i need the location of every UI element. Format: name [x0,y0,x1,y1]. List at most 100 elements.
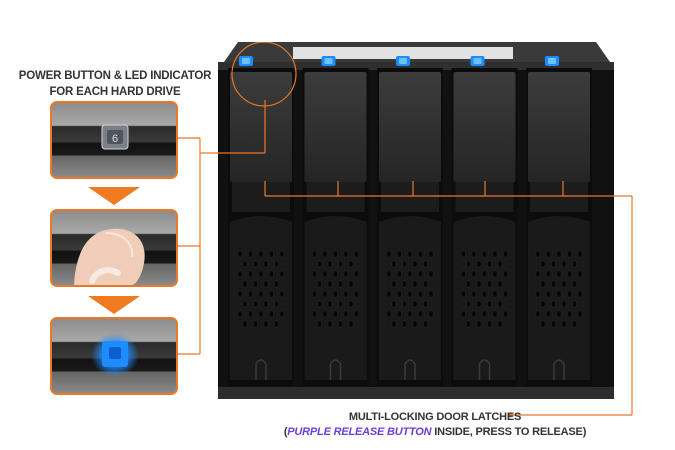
vent-hole [312,310,317,318]
arrow-down-icon [88,296,140,314]
vent-hole [248,290,253,298]
vent-hole [253,300,258,308]
vent-hole [258,310,264,318]
vent-hole [237,270,243,278]
vent-hole [471,250,477,258]
led-button-on-icon [91,333,139,377]
vent-hole [407,290,413,298]
vent-hole [476,320,482,328]
vent-hole [269,290,274,298]
vent-hole [327,300,333,308]
door-latch [255,359,267,380]
vent-hole [386,250,392,258]
vent-hole [279,290,285,298]
vent-hole [412,280,418,288]
purple-release-highlight: PURPLE RELEASE BUTTON [287,426,432,438]
vent-hole [317,320,322,328]
vent-hole [354,310,359,318]
vent-hole [412,300,418,308]
vent-hole [343,250,349,258]
vent-hole [546,290,551,298]
vent-hole [466,300,471,308]
vent-hole [242,300,248,308]
svg-text:6: 6 [112,133,118,145]
vent-hole [461,270,466,278]
led-button-off-icon: 6 [101,124,129,150]
vent-hole [354,270,359,278]
vent-hole [402,300,407,308]
vent-hole [279,250,285,258]
vent-hole [242,320,248,328]
drive-tray-door[interactable] [453,72,516,182]
vent-hole [312,270,317,278]
vent-hole [546,250,551,258]
vent-hole [348,280,354,288]
power-callout-line1: POWER BUTTON & LED INDICATOR [18,70,212,82]
vent-hole [397,270,402,278]
vent-hole [333,310,338,318]
vent-hole [312,250,317,258]
vent-hole [312,290,317,298]
drive-tray-door[interactable] [379,72,441,182]
vent-hole [407,270,413,278]
vent-hole [492,310,498,318]
vent-hole [418,270,423,278]
vent-hole [556,310,562,318]
vent-hole [535,250,541,258]
drive-tray-handle[interactable] [230,216,292,380]
vent-hole [322,290,328,298]
door-latch [404,359,416,380]
vent-hole [466,320,471,328]
vent-hole [269,270,274,278]
vent-hole [487,280,492,288]
vent-hole [402,280,407,288]
drive-tray-handle[interactable] [453,216,516,380]
vent-hole [492,270,498,278]
vent-hole [391,300,397,308]
drive-bay [302,56,369,386]
drive-tray-door[interactable] [304,72,367,182]
drive-bay [377,56,443,386]
vent-hole [242,260,248,268]
door-latch [329,359,342,380]
vent-hole [418,290,423,298]
drive-bays [228,56,592,386]
vent-hole [418,250,423,258]
vent-hole [428,290,434,298]
vent-hole [279,270,285,278]
vent-hole [551,320,556,328]
vent-hole [348,260,354,268]
step-led-off-panel: 6 [50,101,178,179]
callout-circle [231,42,297,107]
vent-hole [497,280,503,288]
vent-hole [577,310,583,318]
drive-tray-handle[interactable] [379,216,441,380]
vent-hole [391,280,397,288]
drive-tray-handle[interactable] [528,216,590,380]
vent-hole [487,300,492,308]
finger-press-icon [74,228,145,285]
door-latches-callout: MULTI-LOCKING DOOR LATCHES (PURPLE RELEA… [250,410,620,440]
vent-hole [248,270,253,278]
vent-hole [263,300,269,308]
vent-hole [258,270,264,278]
drive-tray-door[interactable] [528,72,590,182]
vent-hole [258,290,264,298]
door-latch [553,359,565,380]
vent-hole [237,290,243,298]
latch-callout-suffix: INSIDE, PRESS TO RELEASE) [431,426,587,438]
vent-hole [397,310,402,318]
step-press-panel [50,209,178,287]
vent-hole [546,270,551,278]
vent-hole [423,300,428,308]
vent-hole [572,280,577,288]
vent-hole [343,290,349,298]
drive-tray-handle[interactable] [304,216,367,380]
vent-hole [471,290,477,298]
vent-hole [391,260,397,268]
vent-hole [423,260,428,268]
vent-hole [492,250,498,258]
vent-hole [567,310,572,318]
vent-hole [497,320,503,328]
vent-hole [556,250,562,258]
